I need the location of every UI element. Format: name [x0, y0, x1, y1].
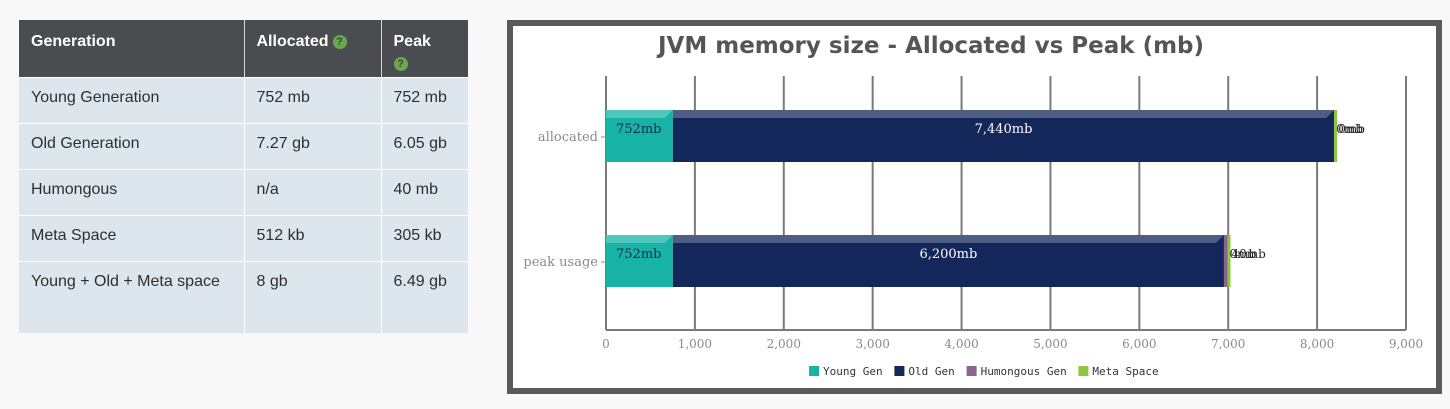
legend-label: Humongous Gen: [981, 365, 1067, 378]
chart-title: JVM memory size - Allocated vs Peak (mb): [656, 33, 1204, 59]
legend-swatch: [809, 366, 819, 376]
bar-bevel: [672, 110, 1335, 118]
table-row: Humongous n/a 40 mb: [19, 168, 468, 215]
header-peak-label: Peak: [393, 33, 431, 50]
x-tick-label: 7,000: [1211, 337, 1245, 351]
header-generation: Generation: [19, 20, 245, 77]
outside-value-label: 0mb: [1336, 122, 1363, 136]
table-cell: 752 mb: [244, 76, 382, 123]
table-cell: Young Generation: [19, 76, 245, 123]
bar-segment: [672, 110, 1335, 162]
chart-frame: JVM memory size - Allocated vs Peak (mb)…: [507, 20, 1442, 394]
table-cell: 305 kb: [381, 214, 468, 261]
memory-table: Generation Allocated? Peak? Young Genera…: [19, 20, 468, 333]
x-tick-label: 3,000: [855, 337, 889, 351]
bar-value-label: 7,440mb: [975, 122, 1033, 137]
outside-value-label: 40mb: [1232, 247, 1267, 261]
bar-value-label: 6,200mb: [919, 247, 977, 262]
table-cell: 512 kb: [244, 214, 382, 261]
outside-value-label: 0mb: [1230, 247, 1257, 261]
table-row: Young Generation 752 mb 752 mb: [19, 76, 468, 123]
legend-swatch: [894, 366, 905, 376]
x-tick-label: 2,000: [767, 337, 801, 351]
legend-swatch: [1078, 366, 1089, 376]
x-tick-label: 9,000: [1389, 337, 1423, 351]
bar-value-label: 752mb: [616, 247, 661, 262]
bar-bevel: [606, 110, 673, 118]
legend-swatch: [966, 366, 977, 376]
table-cell: Old Generation: [19, 122, 245, 169]
outside-value-label: 0mb: [1338, 122, 1365, 136]
x-tick-label: 5,000: [1033, 337, 1067, 351]
header-peak: Peak?: [381, 20, 468, 77]
bar-segment: [1227, 235, 1231, 287]
bar-value-label: 752mb: [616, 122, 661, 137]
x-tick-label: 0: [602, 337, 610, 351]
header-generation-label: Generation: [31, 33, 116, 50]
table-row: Meta Space 512 kb 305 kb: [19, 214, 468, 261]
table-cell: Meta Space: [19, 214, 245, 261]
header-allocated: Allocated?: [244, 20, 382, 77]
table-cell: Humongous: [19, 168, 245, 215]
table-cell: 7.27 gb: [244, 122, 382, 169]
table-header-row: Generation Allocated? Peak?: [19, 20, 468, 77]
table-cell: Young + Old + Meta space: [19, 260, 245, 333]
table-cell: 6.49 gb: [381, 260, 468, 333]
table-row: Young + Old + Meta space 8 gb 6.49 gb: [19, 260, 468, 333]
bar-bevel: [606, 235, 673, 243]
legend-label: Old Gen: [908, 365, 954, 378]
bar-segment: [1223, 235, 1228, 287]
memory-chart: JVM memory size - Allocated vs Peak (mb)…: [523, 33, 1423, 378]
header-allocated-label: Allocated: [256, 33, 329, 50]
table-cell: 6.05 gb: [381, 122, 468, 169]
help-icon[interactable]: ?: [393, 57, 408, 71]
x-tick-label: 6,000: [1122, 337, 1156, 351]
table-cell: 8 gb: [244, 260, 382, 333]
chart-panel: JVM memory size - Allocated vs Peak (mb)…: [513, 26, 1436, 388]
bar-segment: [672, 235, 1224, 287]
category-label: peak usage: [523, 255, 598, 270]
bar-bevel: [672, 235, 1224, 243]
x-tick-label: 4,000: [944, 337, 978, 351]
bar-segment: [606, 235, 673, 287]
table-cell: 752 mb: [381, 76, 468, 123]
legend-label: Young Gen: [823, 365, 883, 378]
help-icon[interactable]: ?: [332, 35, 347, 49]
table-cell: n/a: [244, 168, 382, 215]
table-row: Old Generation 7.27 gb 6.05 gb: [19, 122, 468, 169]
bar-segment: [606, 110, 673, 162]
x-tick-label: 1,000: [678, 337, 712, 351]
table-cell: 40 mb: [381, 168, 468, 215]
bar-segment: [1334, 110, 1338, 162]
category-label: allocated: [538, 130, 598, 145]
x-tick-label: 8,000: [1300, 337, 1334, 351]
legend-label: Meta Space: [1092, 365, 1158, 378]
